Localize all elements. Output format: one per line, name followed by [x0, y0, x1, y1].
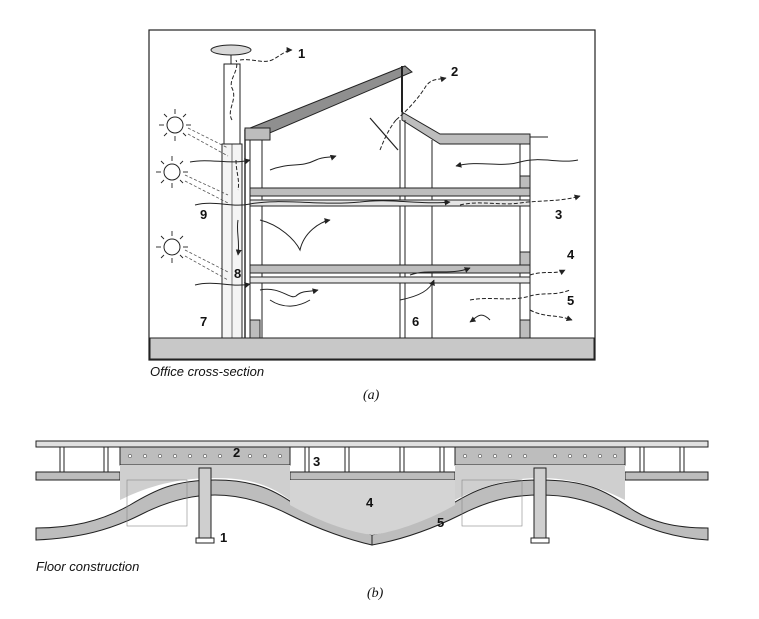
- slab-cores: [128, 454, 617, 458]
- ground-slab: [149, 337, 595, 360]
- callout-a-8: 8: [234, 266, 241, 281]
- sun-icon: [156, 231, 188, 263]
- callouts-b: 1 2 3 4 5: [220, 445, 444, 545]
- vault-infill: [455, 465, 625, 500]
- callout-a-5: 5: [567, 293, 574, 308]
- callout-a-2: 2: [451, 64, 458, 79]
- columns: [195, 467, 550, 544]
- guide-box: [461, 479, 523, 527]
- vault-infill: [290, 480, 455, 535]
- sun-icons: [156, 109, 191, 263]
- callout-b-5: 5: [437, 515, 444, 530]
- top-floor-plate: [35, 440, 709, 448]
- callout-b-4: 4: [366, 495, 374, 510]
- floor-construction: 1 2 3 4 5: [35, 440, 709, 546]
- sublabel-b: (b): [367, 586, 384, 601]
- callout-a-4: 4: [567, 247, 575, 262]
- callout-b-2: 2: [233, 445, 240, 460]
- caption-floor-construction: Floor construction: [36, 559, 140, 574]
- deck-strip: [289, 471, 456, 481]
- sublabel-a: (a): [363, 388, 380, 403]
- callout-b-1: 1: [220, 530, 227, 545]
- callout-a-9: 9: [200, 207, 207, 222]
- caption-office-cross-section: Office cross-section: [150, 364, 265, 379]
- callout-a-3: 3: [555, 207, 562, 222]
- floor-slabs: [249, 175, 531, 339]
- ventilation-stack: [210, 44, 252, 339]
- callout-a-7: 7: [200, 314, 207, 329]
- callout-b-3: 3: [313, 454, 320, 469]
- callout-a-1: 1: [298, 46, 305, 61]
- roof: [243, 65, 548, 151]
- callouts-a: 1 2 3 4 5 6 7 8 9: [200, 46, 575, 329]
- sun-icon: [159, 109, 191, 141]
- airflow-arrows: [189, 47, 581, 323]
- callout-a-6: 6: [412, 314, 419, 329]
- solar-rays: [184, 127, 229, 281]
- deck-strip: [624, 471, 709, 481]
- internal-structure: [261, 120, 531, 338]
- guide-box: [126, 479, 188, 527]
- deck-strip: [35, 471, 121, 481]
- office-cross-section: 1 2 3 4 5 6 7 8 9: [148, 29, 596, 361]
- sun-icon: [156, 156, 188, 188]
- vault-infill: [120, 465, 290, 500]
- post-supports: [59, 447, 685, 472]
